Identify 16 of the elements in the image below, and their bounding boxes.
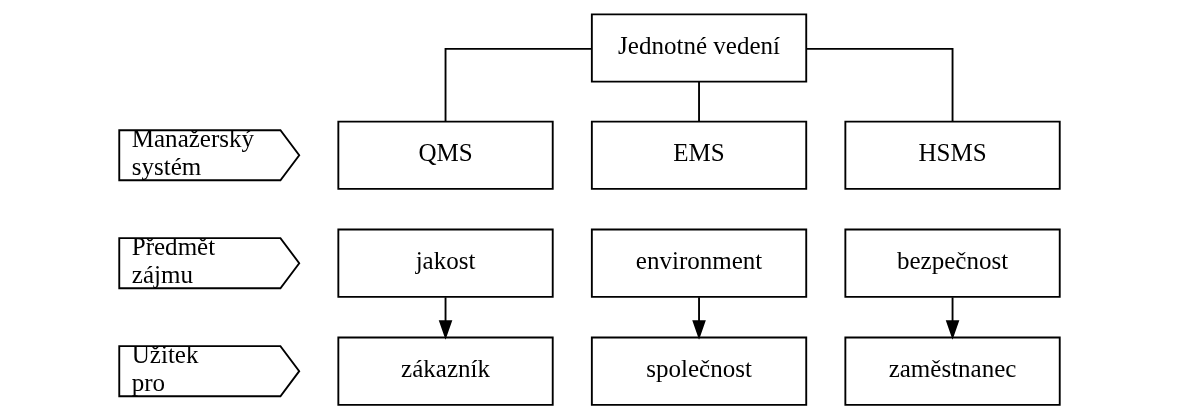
connector <box>698 81 700 123</box>
connector <box>805 47 954 123</box>
node-box: EMS <box>590 120 808 190</box>
node-box: jakost <box>337 228 554 298</box>
node-box: společnost <box>590 336 808 406</box>
arrow <box>945 296 960 340</box>
node-box: environment <box>590 228 808 298</box>
arrow <box>438 296 453 340</box>
node-box: zákazník <box>337 336 554 406</box>
connector <box>444 47 593 123</box>
node-box: zaměstnanec <box>844 336 1061 406</box>
node-box: QMS <box>337 120 554 190</box>
node-box: HSMS <box>844 120 1061 190</box>
arrow <box>692 296 706 340</box>
node-box: bezpečnost <box>844 228 1061 298</box>
node-box: Jednotné vedení <box>590 13 808 83</box>
